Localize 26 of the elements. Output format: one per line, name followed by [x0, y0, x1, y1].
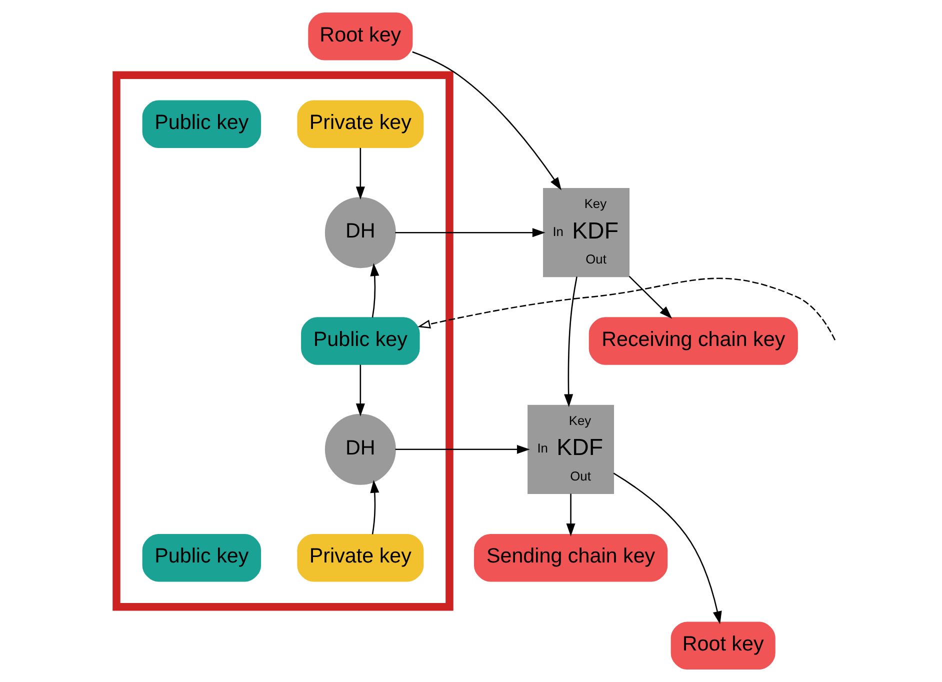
- arrow: [417, 278, 836, 340]
- node-box: Root key: [308, 12, 413, 60]
- node-box: Public key: [142, 100, 262, 148]
- node-box: Public key: [301, 317, 420, 365]
- arrow: [395, 228, 546, 238]
- node-box: Public key: [142, 534, 262, 582]
- arrow: [356, 364, 365, 416]
- arrow: [395, 444, 530, 454]
- arrow: [370, 480, 380, 534]
- node-box: Key In KDF Out: [543, 188, 630, 278]
- node-box: Private key: [297, 534, 424, 582]
- arrow: [412, 51, 562, 190]
- arrow: [628, 276, 672, 319]
- arrow: [566, 494, 576, 536]
- node-box: Sending chain key: [474, 534, 668, 582]
- arrow: [613, 472, 722, 624]
- cluster: [112, 71, 454, 611]
- arrow: [370, 263, 380, 318]
- node-box: Root key: [670, 622, 776, 670]
- arrow: [564, 276, 578, 408]
- node-box: Key In KDF Out: [528, 404, 614, 494]
- arrow: [356, 148, 365, 200]
- node-circle: DH: [324, 197, 396, 268]
- node-box: Private key: [297, 100, 424, 148]
- node-box: Receiving chain key: [588, 317, 798, 365]
- node-circle: DH: [324, 414, 396, 485]
